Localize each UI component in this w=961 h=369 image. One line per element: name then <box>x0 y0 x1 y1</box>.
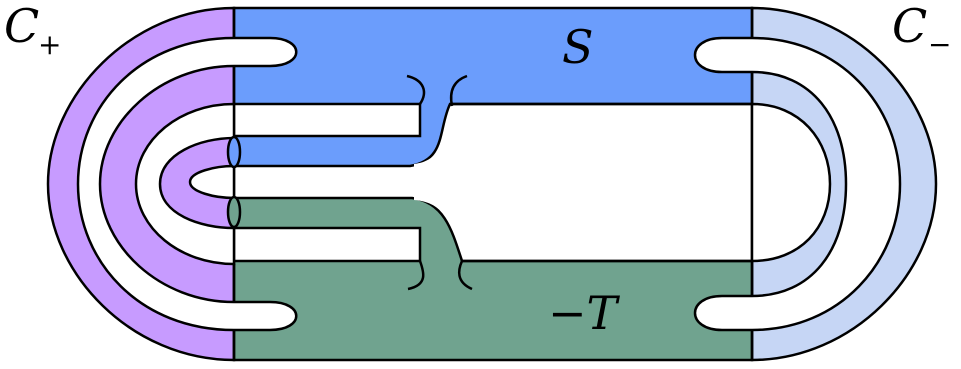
label-s: S <box>562 20 594 74</box>
c-plus-holes <box>76 36 298 332</box>
label-minus-t: −T <box>548 286 621 340</box>
t-surface <box>232 196 754 362</box>
label-c-plus: C <box>4 0 39 53</box>
c-minus-holes <box>693 36 902 332</box>
upper-cuff <box>226 135 242 169</box>
lower-cuff <box>226 195 242 229</box>
center-passage <box>414 106 750 259</box>
label-c-minus-sub: − <box>928 28 951 61</box>
c-minus-band <box>750 6 938 362</box>
label-c-minus: C <box>892 0 927 53</box>
t-ribbon-twist <box>407 260 473 291</box>
s-ribbon-twist <box>406 74 468 107</box>
s-surface <box>232 6 754 168</box>
center-passage-edges <box>450 102 752 263</box>
label-c-plus-sub: + <box>38 28 61 61</box>
boundary-lines <box>232 8 754 360</box>
